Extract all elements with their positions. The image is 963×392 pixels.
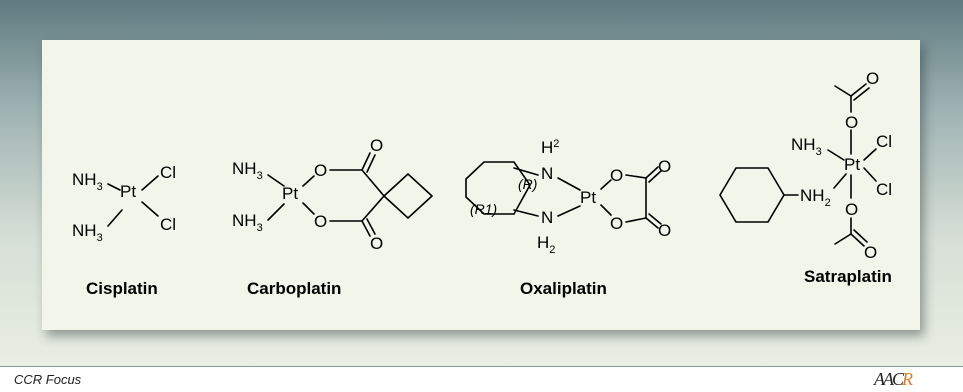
carboplatin-bond	[361, 195, 385, 222]
aacr-logo: AACR	[874, 369, 913, 389]
cisplatin-structure: NH3 NH3 Pt Cl Cl Cisplatin	[72, 163, 176, 298]
oxaliplatin-o: O	[610, 166, 623, 185]
oxaliplatin-bond	[648, 170, 662, 183]
oxaliplatin-structure: (R1) (R) N H2 N H2 Pt O O O O Oxaliplati…	[465, 138, 671, 298]
oxaliplatin-stereo-r1: (R1)	[470, 201, 497, 217]
satraplatin-cyclohexane	[719, 167, 785, 223]
satraplatin-bond	[833, 173, 847, 189]
carboplatin-o: O	[314, 161, 327, 180]
carboplatin-bond	[267, 174, 285, 187]
carboplatin-pt: Pt	[282, 184, 298, 203]
satraplatin-bond	[850, 233, 865, 247]
carboplatin-bond	[302, 202, 315, 215]
carboplatin-bond	[361, 152, 371, 171]
cisplatin-bond	[107, 209, 123, 227]
carboplatin-nh3-bottom: NH3	[232, 211, 263, 234]
oxaliplatin-n-bottom: N	[541, 208, 553, 227]
cisplatin-nh3-top: NH3	[72, 170, 103, 193]
carboplatin-bond	[302, 175, 315, 187]
slide-background	[0, 0, 963, 366]
oxaliplatin-bond	[513, 209, 539, 217]
satraplatin-bond	[850, 83, 867, 97]
cisplatin-bond	[141, 175, 159, 191]
oxaliplatin-o: O	[658, 221, 671, 240]
carboplatin-structure: NH3 NH3 Pt O O O O Carboplatin	[232, 136, 434, 298]
carboplatin-label: Carboplatin	[247, 279, 341, 298]
carboplatin-o: O	[370, 136, 383, 155]
satraplatin-bond	[827, 149, 845, 161]
oxaliplatin-bond	[625, 217, 647, 223]
cisplatin-cl-top: Cl	[160, 163, 176, 182]
satraplatin-o: O	[845, 200, 858, 219]
oxaliplatin-bond	[648, 213, 662, 225]
satraplatin-bond	[834, 233, 852, 245]
satraplatin-o: O	[866, 69, 879, 88]
satraplatin-cl-bottom: Cl	[876, 180, 892, 199]
structures-panel	[42, 40, 920, 330]
satraplatin-o: O	[864, 243, 877, 262]
carboplatin-bond	[366, 218, 376, 235]
satraplatin-bond	[853, 87, 870, 101]
satraplatin-bond	[863, 167, 877, 182]
carboplatin-o: O	[370, 234, 383, 253]
cisplatin-label: Cisplatin	[86, 279, 158, 298]
oxaliplatin-bond	[645, 217, 659, 229]
satraplatin-bond	[863, 148, 877, 161]
footer-label: CCR Focus	[14, 372, 82, 387]
cisplatin-cl-bottom: Cl	[160, 215, 176, 234]
cisplatin-bond	[107, 183, 121, 191]
carboplatin-bond	[361, 169, 385, 197]
oxaliplatin-label: Oxaliplatin	[520, 279, 607, 298]
oxaliplatin-pt: Pt	[580, 188, 596, 207]
oxaliplatin-bond	[513, 167, 539, 176]
oxaliplatin-bond	[557, 205, 581, 217]
cisplatin-bond	[141, 201, 159, 217]
oxaliplatin-bond	[625, 174, 647, 179]
satraplatin-cl-top: Cl	[876, 132, 892, 151]
carboplatin-bond	[361, 220, 371, 237]
carboplatin-o: O	[314, 212, 327, 231]
oxaliplatin-n-top: N	[541, 164, 553, 183]
oxaliplatin-h-top: H2	[541, 138, 559, 157]
carboplatin-bond	[366, 154, 376, 173]
oxaliplatin-stereo-r: (R)	[518, 176, 537, 192]
carboplatin-cyclobutane	[382, 172, 434, 220]
oxaliplatin-bond	[600, 179, 612, 190]
satraplatin-bond	[834, 85, 852, 97]
oxaliplatin-cyclohexane	[465, 161, 531, 215]
satraplatin-structure: NH2 NH3 Pt Cl Cl O O O O Satraplatin	[719, 69, 892, 286]
structures-diagram: NH3 NH3 Pt Cl Cl Cisplatin NH3 NH3 Pt O …	[72, 69, 892, 298]
carboplatin-nh3-top: NH3	[232, 159, 263, 182]
satraplatin-amine: NH2	[800, 186, 831, 209]
oxaliplatin-o: O	[658, 157, 671, 176]
satraplatin-nh3: NH3	[791, 135, 822, 158]
cisplatin-pt: Pt	[120, 182, 136, 201]
carboplatin-bond	[267, 203, 285, 221]
cisplatin-nh3-bottom: NH3	[72, 221, 103, 244]
satraplatin-pt: Pt	[844, 155, 860, 174]
satraplatin-o: O	[845, 113, 858, 132]
oxaliplatin-h-bottom: H2	[537, 233, 555, 256]
oxaliplatin-bond	[645, 166, 659, 179]
footer-bar: CCR Focus AACR	[0, 366, 963, 392]
satraplatin-bond	[853, 229, 868, 243]
satraplatin-label: Satraplatin	[804, 267, 892, 286]
oxaliplatin-bond	[600, 204, 612, 216]
oxaliplatin-o: O	[610, 214, 623, 233]
oxaliplatin-bond	[557, 177, 581, 191]
